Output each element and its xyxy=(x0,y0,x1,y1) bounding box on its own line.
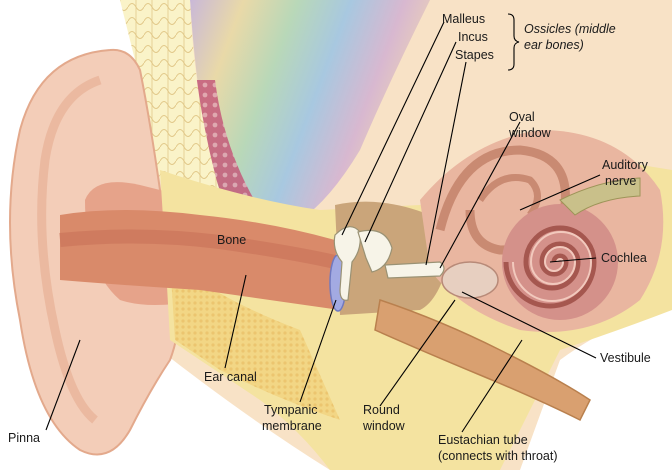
label-incus: Incus xyxy=(458,30,488,45)
label-round-window-line2: window xyxy=(363,419,405,434)
label-oval-window-line2: window xyxy=(509,126,551,141)
label-cochlea: Cochlea xyxy=(601,251,647,266)
label-round-window-line1: Round xyxy=(363,403,400,418)
label-vestibule: Vestibule xyxy=(600,351,651,366)
label-bone: Bone xyxy=(217,233,246,248)
label-auditory-nerve-line2: nerve xyxy=(605,174,636,189)
label-ossicles-line2: ear bones) xyxy=(524,38,584,53)
label-stapes: Stapes xyxy=(455,48,494,63)
vestibule-shape xyxy=(442,262,498,298)
stapes-bone xyxy=(385,262,444,278)
label-ossicles-line1: Ossicles (middle xyxy=(524,22,616,37)
label-pinna: Pinna xyxy=(8,431,40,446)
label-eustachian-line2: (connects with throat) xyxy=(438,449,558,464)
label-oval-window-line1: Oval xyxy=(509,110,535,125)
label-auditory-nerve-line1: Auditory xyxy=(602,158,648,173)
label-ear-canal: Ear canal xyxy=(204,370,257,385)
label-malleus: Malleus xyxy=(442,12,485,27)
label-tympanic-line1: Tympanic xyxy=(264,403,318,418)
label-eustachian-line1: Eustachian tube xyxy=(438,433,528,448)
label-tympanic-line2: membrane xyxy=(262,419,322,434)
